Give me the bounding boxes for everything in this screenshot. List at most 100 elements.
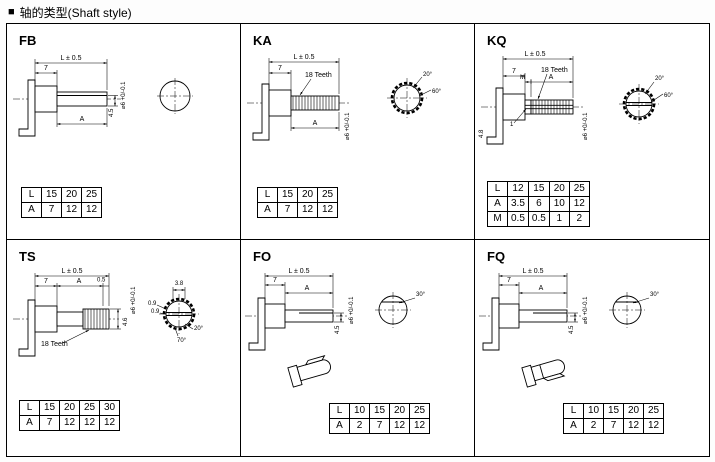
dim-table-cell: 20 — [59, 400, 80, 416]
ts-dim-a: A — [77, 278, 82, 285]
fo-end-view: 30° — [375, 292, 426, 328]
dim-table-cell: 12 — [409, 418, 430, 434]
panel-bracket — [482, 297, 500, 351]
dim-table-cell: A — [329, 418, 350, 434]
dim-table-cell: 15 — [277, 187, 298, 203]
leader-line — [412, 76, 423, 89]
fq-dim-length: L ± 0.5 — [522, 268, 543, 275]
dim-table-cell: L — [329, 403, 350, 419]
3d-flat-face — [304, 355, 326, 366]
fo-drawing: L ± 0.5 7 A 4.5 ⌀6 +0/-0.1 — [245, 268, 426, 388]
ts-dim-length: L ± 0.5 — [61, 268, 82, 275]
ts-dim-slot-len: 3.8 — [175, 281, 184, 287]
dim-table-cell: 3.5 — [507, 196, 529, 212]
knurled-tip — [82, 308, 110, 330]
panel-bracket — [252, 83, 270, 141]
dim-table-cell: L — [257, 187, 278, 203]
dim-table-cell: 1 — [548, 211, 570, 227]
fo-dim-dia: ⌀6 +0/-0.1 — [349, 296, 355, 324]
dim-table-cell: 30 — [99, 400, 120, 416]
dim-table-cell: 12 — [317, 202, 338, 218]
cell-ka: KA L ± 0.5 18 Teeth 7 — [241, 24, 475, 240]
ts-dim-bush: 7 — [44, 278, 48, 285]
dim-table-cell: 7 — [603, 418, 624, 434]
dim-table-cell: A — [563, 418, 584, 434]
dim-table-cell: 25 — [409, 403, 430, 419]
fb-dim-length: L ± 0.5 — [60, 55, 81, 62]
dim-table-cell: 12 — [59, 415, 80, 431]
kq-end-view: 20° 60° — [619, 76, 674, 124]
fb-dim-bush: 7 — [44, 65, 48, 72]
ka-drawing: L ± 0.5 18 Teeth 7 A ⌀6 +0/-0.1 — [247, 54, 442, 141]
dim-table-cell: 15 — [369, 403, 390, 419]
leader-line — [418, 89, 432, 97]
dim-table-cell: 12 — [507, 181, 529, 197]
ts-drawing: L ± 0.5 7 A 0.5 18 Teeth 4.6 ⌀6 +0/-0.1 — [13, 268, 204, 357]
kq-dim-a: A — [549, 74, 554, 81]
kq-dim-dia: ⌀6 +0/-0.1 — [583, 112, 589, 140]
ka-teeth-label: 18 Teeth — [305, 72, 332, 79]
ka-side-view: L ± 0.5 18 Teeth 7 A ⌀6 +0/-0.1 — [247, 54, 351, 141]
dim-table-cell: 25 — [317, 187, 338, 203]
leader-line — [650, 93, 664, 103]
fo-angle: 30° — [416, 292, 426, 298]
leader-line — [632, 297, 650, 304]
bushing — [264, 303, 286, 329]
dim-table-cell: 0.5 — [507, 211, 529, 227]
dim-table-cell: M — [487, 211, 508, 227]
bushing — [34, 85, 58, 113]
ts-angle1: 20° — [194, 326, 204, 332]
kq-teeth-label: 18 Teeth — [541, 67, 568, 74]
dim-table-cell: 7 — [277, 202, 298, 218]
shaft-style-grid: FB L ± 0.5 7 — [6, 23, 710, 457]
shaft-style-label-kq: KQ — [487, 33, 507, 48]
dim-table-cell: 12 — [643, 418, 664, 434]
dim-table-cell: 12 — [623, 418, 644, 434]
kq-side-view: L ± 0.5 18 Teeth 7 M A 4.8 1 ⌀6 +0/-0.1 — [479, 51, 589, 145]
leader-line — [62, 329, 90, 344]
cell-fq: FQ L ± 0.5 7 A — [475, 240, 709, 456]
dim-table-cell: 20 — [61, 187, 82, 203]
leader-line — [184, 323, 194, 330]
dim-table-cell: 25 — [643, 403, 664, 419]
cell-ts: TS L ± 0.5 7 — [7, 240, 241, 456]
kq-dim-bush: 7 — [512, 68, 516, 75]
dim-table-cell: 20 — [297, 187, 318, 203]
dim-table-cell: 20 — [623, 403, 644, 419]
fb-side-view: L ± 0.5 7 A 4.5 ⌀6 +0/-0.1 — [13, 55, 127, 137]
dim-table-cell: 10 — [548, 196, 570, 212]
dim-table-cell: L — [19, 400, 40, 416]
knurl-hatch — [84, 309, 107, 329]
dim-table-cell: 20 — [389, 403, 410, 419]
fb-drawing: L ± 0.5 7 A 4.5 ⌀6 +0/-0.1 — [13, 55, 193, 137]
kq-dim-m: M — [520, 75, 525, 81]
cell-fb: FB L ± 0.5 7 — [7, 24, 241, 240]
fo-dim-length: L ± 0.5 — [288, 268, 309, 275]
dim-table-cell: A — [19, 415, 40, 431]
ka-angle2: 60° — [432, 89, 442, 95]
shaft-plain — [524, 99, 532, 115]
dim-table-cell: L — [487, 181, 508, 197]
kq-angle1: 20° — [655, 76, 665, 82]
kq-dim-slot: 1 — [510, 122, 514, 128]
dim-table-cell: 12 — [81, 202, 102, 218]
fb-dim-a: A — [80, 116, 85, 123]
page-title-text: 轴的类型(Shaft style) — [19, 6, 132, 20]
knurled-shaft — [290, 95, 340, 111]
kq-dim-length: L ± 0.5 — [524, 51, 545, 58]
shaft-style-label-ts: TS — [19, 249, 36, 264]
kq-angle2: 60° — [664, 93, 674, 99]
shaft-style-label-fq: FQ — [487, 249, 506, 264]
bushing — [498, 303, 520, 329]
fq-end-view: 30° — [609, 292, 660, 328]
